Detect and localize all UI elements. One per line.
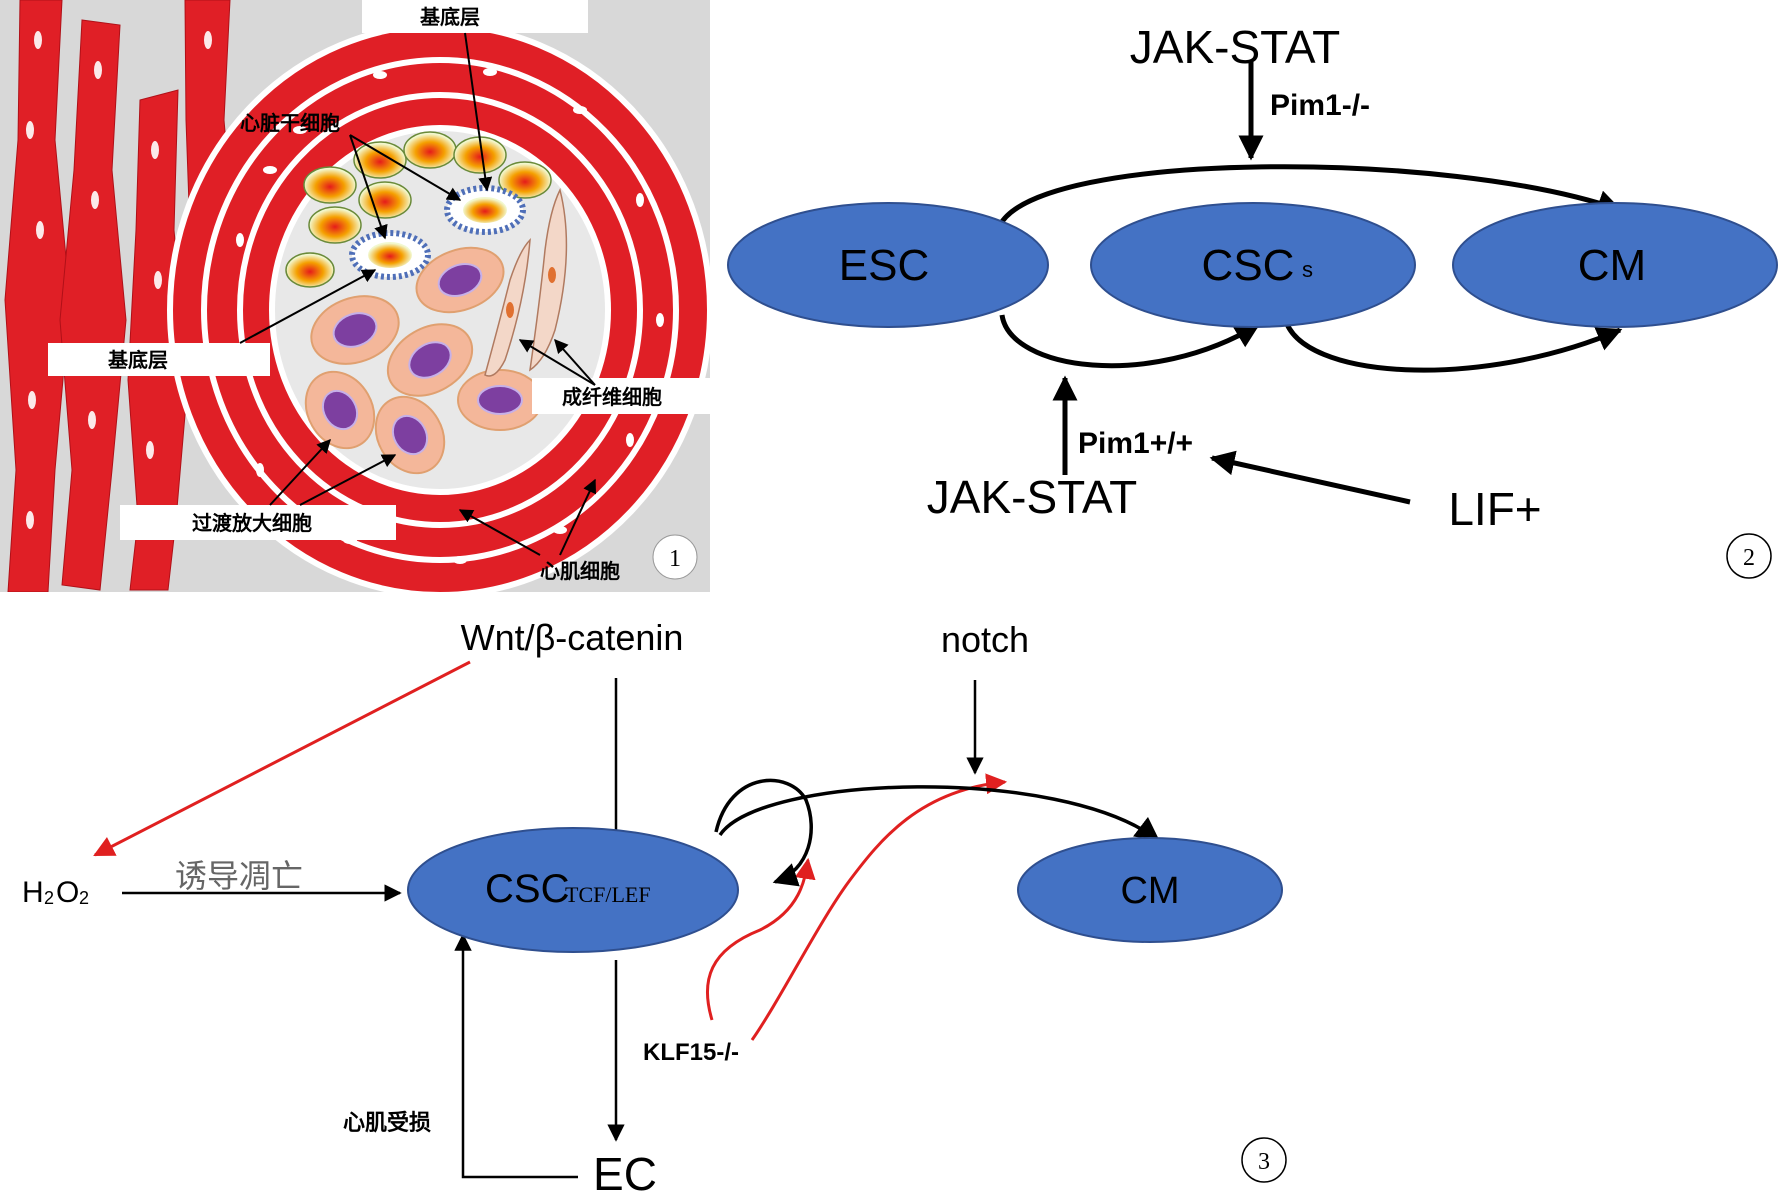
- label-boxes: [48, 0, 710, 540]
- label-notch: notch: [941, 619, 1029, 660]
- label-cardiac-stem-cell: 心脏干细胞: [240, 111, 340, 135]
- h2o2-sub-2: 2: [79, 888, 89, 908]
- panel-1-pointer-arrows: [239, 32, 597, 556]
- panel-1-number: 1: [669, 546, 681, 572]
- panel-3-number-badge: 3: [1241, 1137, 1287, 1183]
- arrow-esc-to-csc: [999, 314, 1261, 369]
- panel-2-number-badge: 2: [1726, 533, 1772, 579]
- transit-cell-nuclei: [321, 263, 523, 456]
- arrow-ec-to-csc: [454, 933, 578, 1179]
- arrow-csc-to-cm: [718, 785, 1160, 842]
- label-cardiomyocyte: 心肌细胞: [540, 559, 620, 583]
- arrow-klf-to-notch: [750, 773, 1008, 1041]
- arrow-klf-to-csc-loop: [705, 857, 816, 1021]
- h2o2-o: O: [56, 876, 79, 909]
- label-basement-top: 基底层: [420, 5, 480, 29]
- node-esc: ESC: [727, 202, 1049, 328]
- label-pim1-negative: Pim1-/-: [1270, 89, 1370, 122]
- label-wnt-beta-catenin: Wnt/β-catenin: [461, 617, 684, 658]
- node-cm-label: CM: [1578, 241, 1646, 290]
- label-fibroblast: 成纤维细胞: [562, 385, 662, 409]
- label-transit-amplifying: 过渡放大细胞: [192, 511, 312, 535]
- label-myocardial-damage: 心肌受损: [343, 1110, 431, 1136]
- left-muscle-fibers: [4, 0, 237, 592]
- panel-3-red-arrows: [93, 660, 1008, 1041]
- label-klf15: KLF15-/-: [643, 1039, 739, 1066]
- node-cm-panel-3: CM: [1017, 837, 1283, 943]
- arrow-csc-to-cm: [1282, 317, 1623, 373]
- panel-2-diagram: ESC CSC s CM JAK-STAT Pim1-/- Pim1+/+ JA…: [727, 21, 1778, 579]
- node-cm: CM: [1452, 202, 1778, 328]
- node-cm-panel-3-label: CM: [1120, 870, 1179, 912]
- label-jak-stat-top: JAK-STAT: [1130, 21, 1340, 73]
- cardiac-stem-cells: [349, 185, 526, 280]
- node-esc-label: ESC: [839, 241, 929, 290]
- label-jak-stat-bottom: JAK-STAT: [927, 471, 1137, 523]
- node-csc-tcf-lef: CSC TCF/LEF: [407, 827, 739, 953]
- label-h2o2: H 2 O 2: [22, 876, 89, 909]
- panel-3-number: 3: [1258, 1149, 1270, 1175]
- arrow-wnt-to-h2o2: [93, 660, 471, 857]
- stem-cell-cluster: [285, 131, 552, 288]
- label-lif: LIF+: [1448, 483, 1541, 535]
- fibroblast-nuclei: [506, 267, 556, 318]
- node-csc-tcf-subscript: TCF/LEF: [565, 882, 651, 907]
- label-induce-apoptosis: 诱导凋亡: [175, 857, 303, 895]
- panel-1-number-badge: 1: [652, 534, 698, 580]
- node-csc-label: CSC: [1202, 241, 1295, 290]
- label-pim1-positive: Pim1+/+: [1078, 427, 1193, 460]
- h2o2-h: H: [22, 876, 44, 909]
- label-basement-left: 基底层: [108, 348, 168, 372]
- node-csc-subscript: s: [1302, 257, 1313, 282]
- panel-2-arrows: [997, 60, 1623, 505]
- panel-1-tissue-illustration: 基底层 心脏干细胞 基底层 成纤维细胞 过渡放大细胞 心肌细胞 1: [0, 0, 710, 592]
- arrow-esc-to-cm: [997, 164, 1623, 227]
- arrow-lif: [1209, 450, 1411, 505]
- panel-3-black-arrows: [122, 678, 1160, 1179]
- panel-3-diagram: CSC TCF/LEF CM Wnt/β-catenin notch H 2 O…: [22, 617, 1287, 1193]
- label-ec: EC: [593, 1148, 657, 1193]
- panel-2-number: 2: [1743, 545, 1755, 571]
- node-csc-tcf-label: CSC: [485, 867, 569, 911]
- h2o2-sub-1: 2: [44, 888, 54, 908]
- node-csc: CSC s: [1090, 202, 1416, 328]
- fiber-nuclei: [26, 31, 212, 529]
- arrow-csc-self-loop: [714, 778, 813, 887]
